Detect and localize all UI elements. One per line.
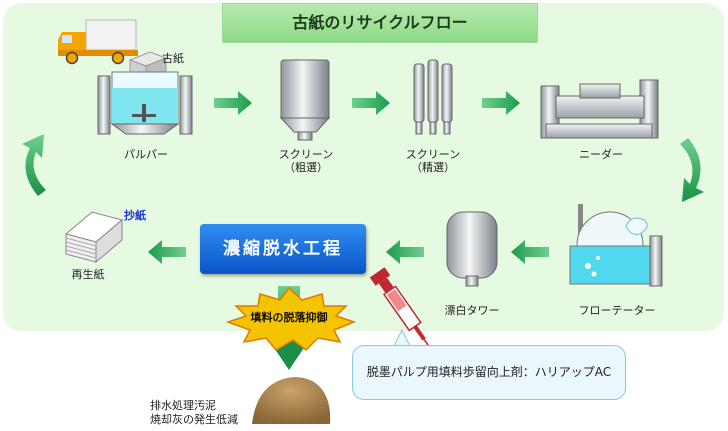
syringe-icon bbox=[369, 267, 439, 360]
burst-shape bbox=[225, 286, 357, 351]
coarse-screen-label: スクリーン bbox=[278, 148, 334, 161]
truck-icon bbox=[58, 19, 138, 65]
flotator-label: フローテーター bbox=[578, 304, 656, 317]
recycled-paper-stack-icon bbox=[64, 211, 124, 264]
arrow-pulper-to-coarse-screen bbox=[214, 91, 252, 115]
kneader-icon bbox=[540, 79, 659, 139]
arrow-concentrate-to-paper bbox=[148, 240, 186, 264]
curved-arrow-left bbox=[22, 134, 46, 196]
coarse-screen-note: （粗選） bbox=[284, 161, 328, 174]
pulper-icon bbox=[97, 71, 193, 135]
fine-screen-label: スクリーン bbox=[405, 148, 461, 161]
arrow-fine-screen-to-kneader bbox=[482, 91, 520, 115]
sludge-label-line1: 排水処理汚泥 bbox=[150, 399, 216, 412]
bleach-tower-label: 漂白タワー bbox=[444, 304, 500, 317]
sludge-mound-icon bbox=[252, 377, 331, 424]
fine-screen-icon bbox=[413, 59, 453, 135]
diagram-title: 古紙のリサイクルフロー bbox=[222, 3, 538, 43]
arrow-flotator-to-bleach-tower bbox=[511, 240, 549, 264]
callout-pointer bbox=[393, 328, 411, 347]
sludge-label-line2: 焼却灰の発生低減 bbox=[150, 413, 238, 426]
bleach-tower-icon bbox=[446, 211, 498, 287]
fine-screen-note: （精選） bbox=[411, 161, 455, 174]
flotator-icon bbox=[569, 204, 663, 287]
pulper-label: パルパー bbox=[124, 148, 168, 161]
arrow-coarse-to-fine-screen bbox=[352, 91, 390, 115]
additive-callout: 脱墨パルプ用填料歩留向上剤：ハリアップAC bbox=[352, 345, 626, 400]
coarse-screen-icon bbox=[279, 59, 331, 141]
arrow-bleach-tower-to-concentrate bbox=[386, 240, 424, 264]
papermaking-label: 抄紙 bbox=[124, 209, 146, 222]
curved-arrow-right bbox=[680, 138, 704, 202]
recycled-paper-label: 再生紙 bbox=[71, 268, 105, 281]
kneader-label: ニーダー bbox=[579, 148, 623, 161]
concentrate-process-box: 濃縮脱水工程 bbox=[200, 224, 366, 274]
waste-paper-label: 古紙 bbox=[162, 52, 184, 65]
burst-label: 填料の脱落抑御 bbox=[250, 311, 328, 324]
